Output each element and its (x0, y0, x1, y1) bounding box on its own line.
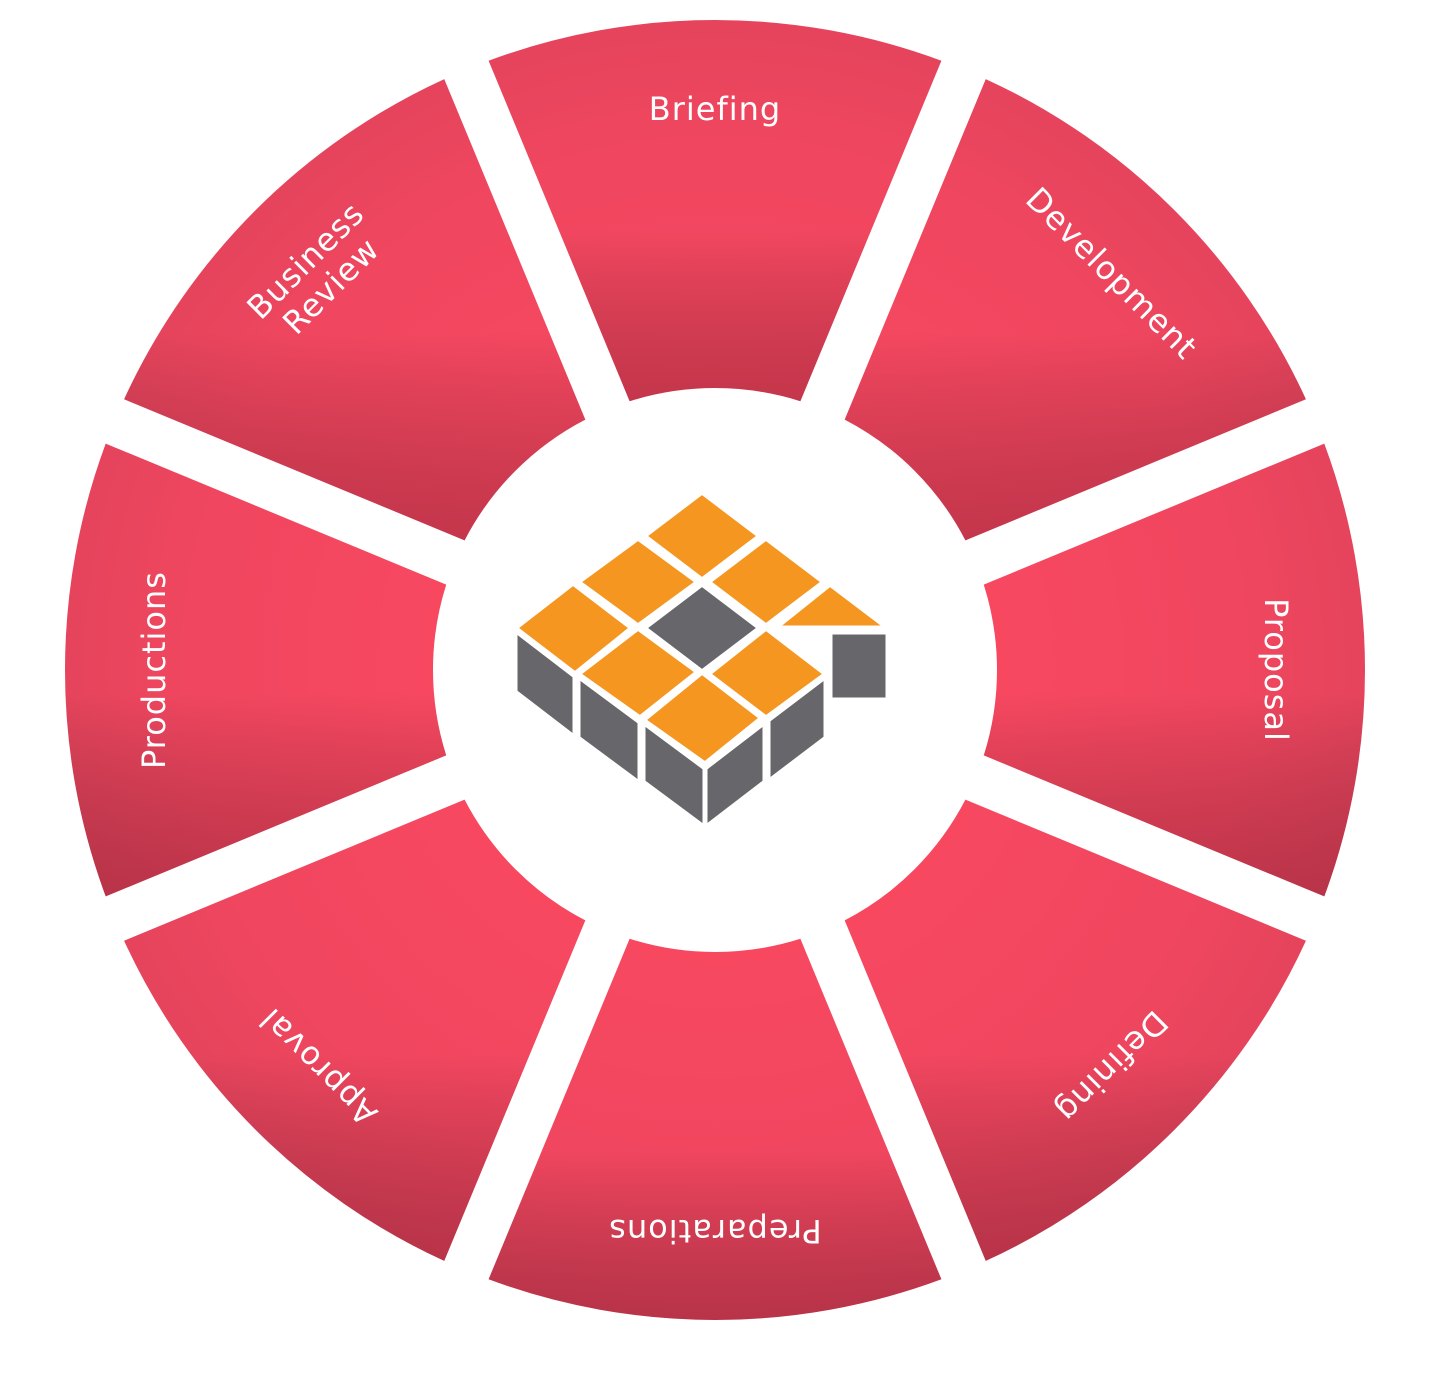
logo-block-top (512, 580, 635, 677)
segment-development-shade (844, 79, 1306, 541)
segment-development (844, 79, 1306, 541)
segment-defining-shade (844, 799, 1306, 1261)
logo-block-top (641, 489, 763, 583)
segment-proposal (983, 443, 1365, 897)
logo-block-side (575, 673, 643, 787)
segment-approval (124, 799, 586, 1261)
logo-block-top (640, 669, 765, 767)
segment-label-line: Productions (135, 571, 173, 769)
segment-defining (844, 799, 1306, 1261)
segment-business-review (124, 79, 586, 541)
logo-block-side (827, 629, 891, 703)
stacked-blocks-logo (512, 489, 891, 831)
logo-block-top (705, 625, 829, 721)
logo-block-side (702, 719, 768, 831)
segment-productions (64, 443, 447, 897)
segment-label-productions: Productions (135, 571, 173, 769)
segment-briefing (488, 20, 942, 402)
segment-label-line: Briefing (649, 90, 781, 128)
segment-label-preparations: Preparations (608, 1212, 822, 1250)
segment-label-line: Preparations (608, 1212, 822, 1250)
segment-productions-shade (64, 443, 447, 897)
segment-proposal-shade (983, 443, 1365, 897)
segment-preparations-shade (488, 938, 942, 1320)
segment-approval-shade (124, 799, 586, 1261)
segment-briefing-shade (488, 20, 942, 402)
segment-preparations (488, 938, 942, 1320)
segment-label-briefing: Briefing (649, 90, 781, 128)
segment-label-line: Proposal (1257, 598, 1295, 742)
logo-block-top (772, 581, 891, 631)
logo-block-top (575, 625, 701, 721)
segment-label-proposal: Proposal (1257, 598, 1295, 742)
segments-layer (64, 20, 1365, 1320)
segment-business-review-shade (124, 79, 586, 541)
